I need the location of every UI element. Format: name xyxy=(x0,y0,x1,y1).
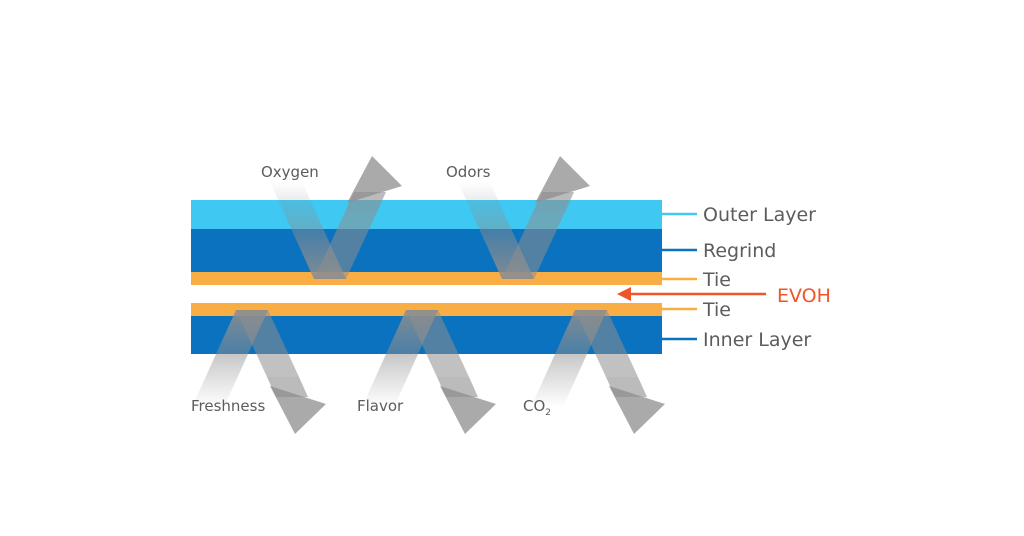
inner-layer-label: Inner Layer xyxy=(703,329,811,351)
layer-leaders xyxy=(662,212,697,341)
co2-arrow-icon xyxy=(531,310,665,434)
co2-subscript: 2 xyxy=(545,408,551,418)
oxygen-label: Oxygen xyxy=(261,163,319,181)
co2-main: CO xyxy=(523,397,545,415)
tie-bottom-label: Tie xyxy=(702,299,731,321)
co2-label: CO2 xyxy=(523,397,551,418)
regrind-band xyxy=(191,229,662,272)
evoh-pointer xyxy=(617,287,766,301)
oxygen-arrow-icon xyxy=(270,156,402,279)
tie-top-label: Tie xyxy=(702,269,731,291)
tie-top-band xyxy=(191,272,662,285)
evoh-label: EVOH xyxy=(777,285,831,307)
outer-layer-label: Outer Layer xyxy=(703,204,816,226)
freshness-arrow-icon xyxy=(192,310,326,434)
left-arrow-head xyxy=(617,287,631,301)
outer-layer-band xyxy=(191,200,662,229)
flavor-label: Flavor xyxy=(357,397,404,415)
regrind-label: Regrind xyxy=(703,240,776,262)
odors-arrow-icon xyxy=(458,156,590,279)
flavor-arrow-icon xyxy=(362,310,496,434)
odors-label: Odors xyxy=(446,163,491,181)
freshness-label: Freshness xyxy=(191,397,265,415)
tie-bottom-band xyxy=(191,303,662,316)
